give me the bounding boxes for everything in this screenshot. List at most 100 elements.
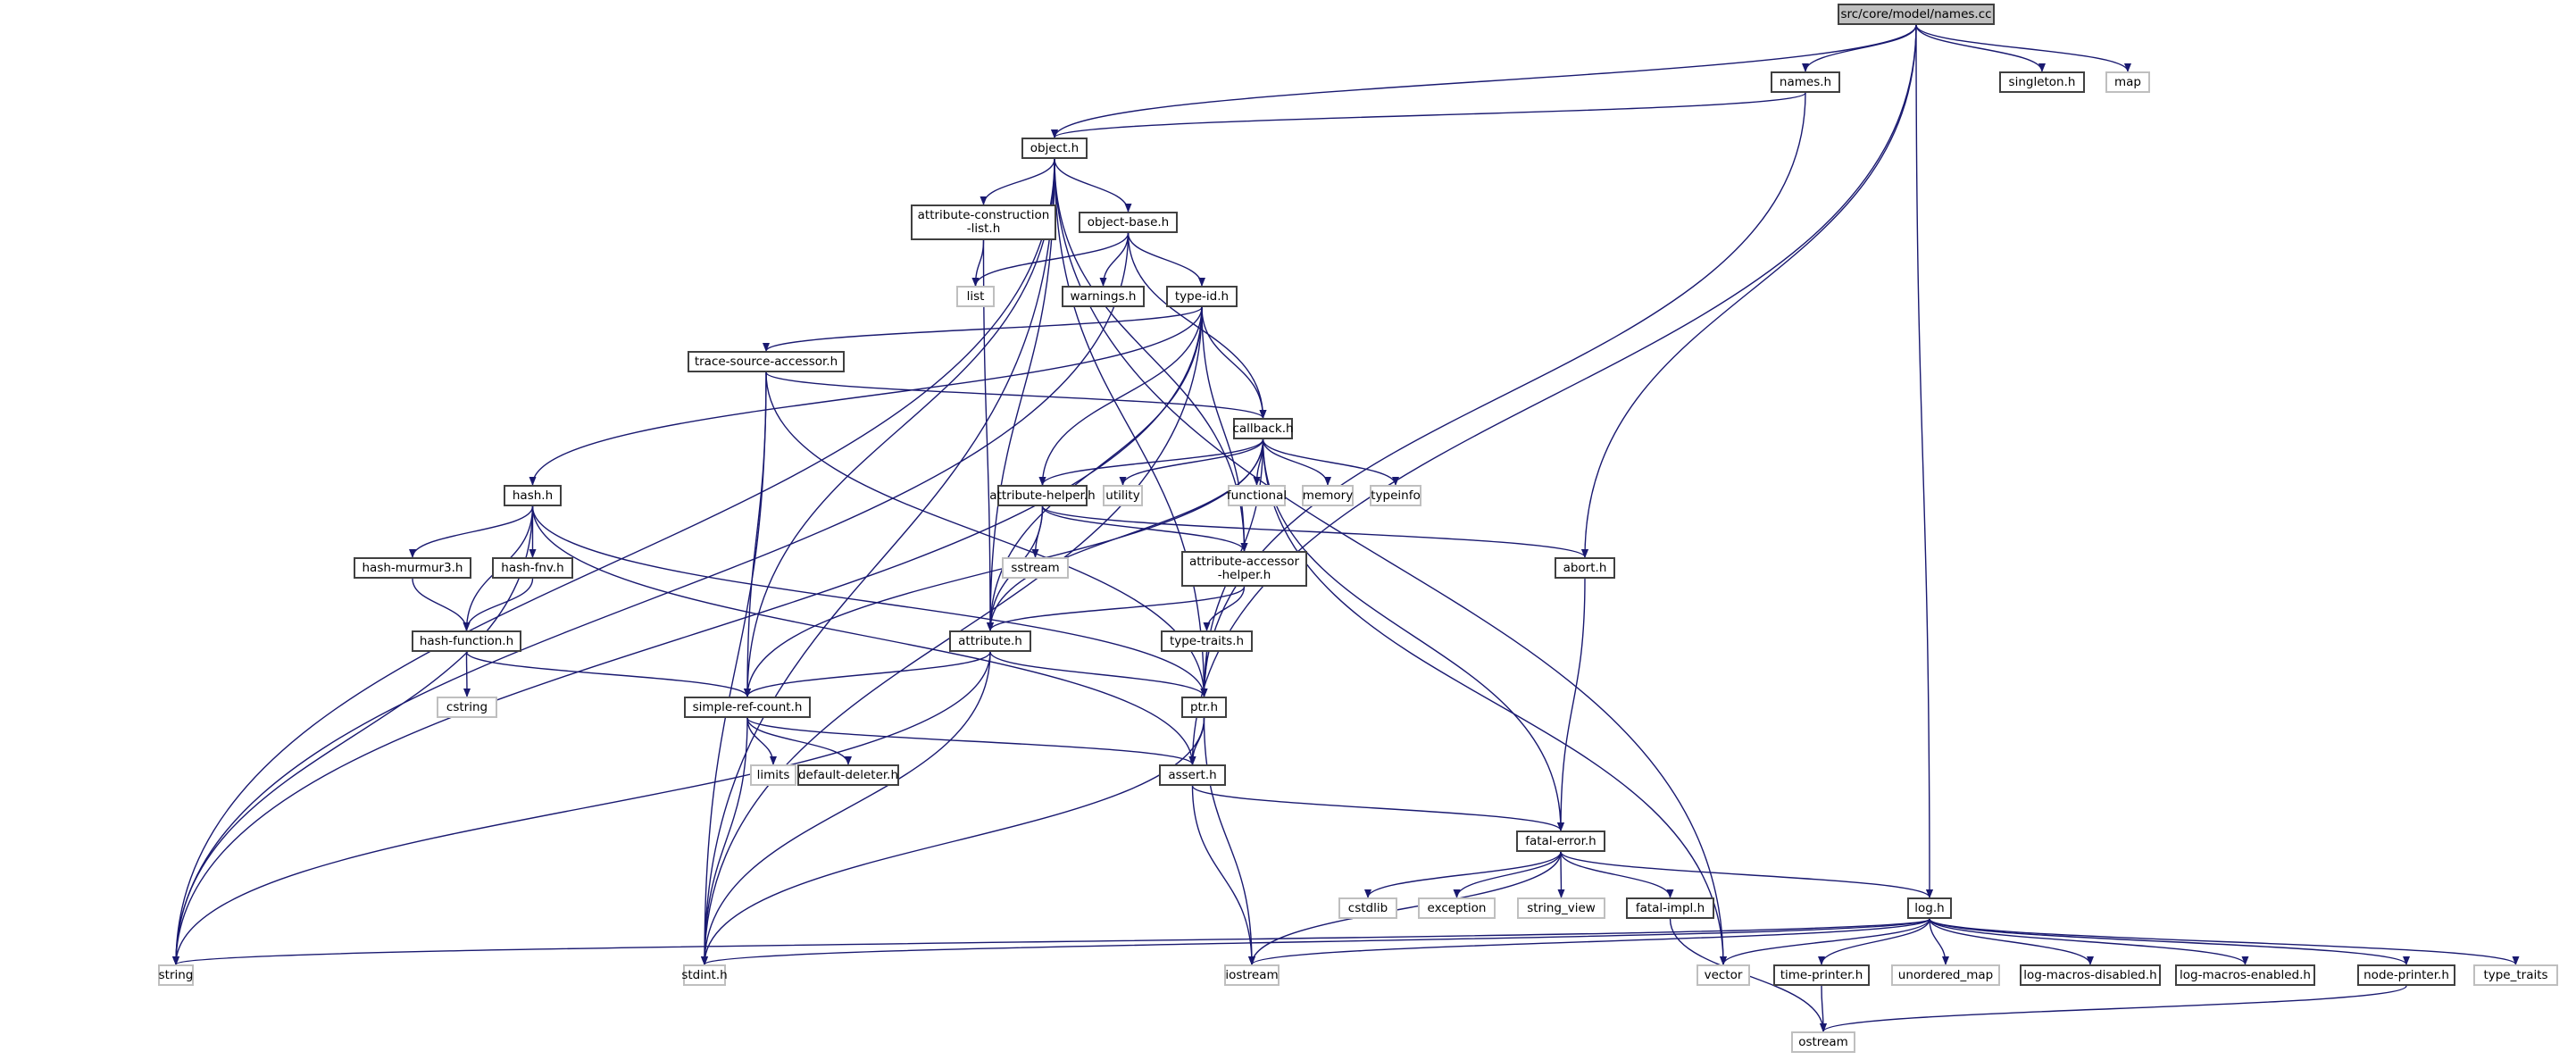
node-log-h[interactable]: log.h — [1907, 897, 1952, 919]
edge-log-h-to-vector — [1720, 918, 1930, 965]
node-object-base[interactable]: object-base.h — [1079, 212, 1178, 233]
edge-names-cc-to-assert-h — [1188, 24, 1917, 765]
edge-abort-h-to-fatal-error — [1557, 578, 1586, 831]
edge-object-base-to-list — [971, 232, 1130, 287]
node-singleton-h[interactable]: singleton.h — [1999, 71, 2085, 93]
edge-object-h-to-simple-ref — [744, 158, 1055, 697]
node-vector[interactable]: vector — [1696, 964, 1750, 986]
edge-type-id-to-attr-helper — [1038, 306, 1203, 486]
edge-object-h-to-string — [172, 158, 1055, 965]
node-object-h[interactable]: object.h — [1021, 138, 1088, 159]
edge-hash-fnv-to-hash-func — [463, 578, 534, 631]
node-list[interactable]: list — [956, 286, 995, 307]
node-fatal-impl[interactable]: fatal-impl.h — [1626, 897, 1714, 919]
edge-type-id-to-callback-h — [1201, 306, 1267, 419]
edge-object-h-to-object-base — [1054, 158, 1132, 213]
node-log-en[interactable]: log-macros-enabled.h — [2175, 964, 2315, 986]
node-map[interactable]: map — [2105, 71, 2150, 93]
edge-callback-h-to-memory — [1262, 438, 1331, 486]
node-type-id[interactable]: type-id.h — [1166, 286, 1238, 307]
node-attribute-h[interactable]: attribute.h — [949, 630, 1031, 652]
node-unordered-map[interactable]: unordered_map — [1891, 964, 2000, 986]
edge-object-base-to-type-id — [1127, 232, 1205, 287]
node-cstring[interactable]: cstring — [437, 697, 497, 718]
edge-log-h-to-iostream — [1248, 918, 1930, 965]
edge-names-h-to-object-h — [1051, 92, 1806, 138]
node-names-h[interactable]: names.h — [1771, 71, 1840, 93]
node-simple-ref[interactable]: simple-ref-count.h — [684, 697, 811, 718]
edge-attribute-h-to-simple-ref — [744, 651, 991, 697]
node-hash-h[interactable]: hash.h — [504, 485, 562, 506]
edge-ptr-h-to-stdint — [701, 717, 1205, 965]
edge-attribute-h-to-stdint — [701, 651, 991, 965]
edge-callback-h-to-typeinfo — [1262, 438, 1399, 486]
edge-fatal-error-to-iostream — [1248, 851, 1562, 965]
node-attr-acc[interactable]: attribute-accessor -helper.h — [1181, 551, 1307, 587]
node-string-view[interactable]: string_view — [1517, 897, 1605, 919]
node-hash-murmur[interactable]: hash-murmur3.h — [354, 557, 471, 579]
node-iostream[interactable]: iostream — [1224, 964, 1280, 986]
node-utility[interactable]: utility — [1103, 485, 1143, 506]
edge-log-h-to-string — [172, 918, 1930, 965]
node-names-cc[interactable]: src/core/model/names.cc — [1838, 4, 1995, 25]
node-abort-h[interactable]: abort.h — [1555, 557, 1615, 579]
node-attr-constr[interactable]: attribute-construction -list.h — [911, 204, 1056, 240]
edge-object-h-to-attr-acc — [1054, 158, 1248, 552]
node-exception[interactable]: exception — [1418, 897, 1496, 919]
edge-object-base-to-string — [172, 232, 1130, 965]
edge-log-h-to-log-en — [1929, 918, 2249, 965]
node-trace-src[interactable]: trace-source-accessor.h — [688, 351, 845, 372]
edge-node-printer-to-ostream — [1820, 985, 2407, 1032]
edge-log-h-to-node-printer — [1929, 918, 2410, 965]
node-hash-func[interactable]: hash-function.h — [412, 630, 521, 652]
node-log-dis[interactable]: log-macros-disabled.h — [2020, 964, 2161, 986]
edge-log-h-to-stdint — [701, 918, 1930, 965]
node-stdint[interactable]: stdint.h — [681, 964, 728, 986]
node-fatal-error[interactable]: fatal-error.h — [1516, 830, 1605, 852]
node-typeinfo[interactable]: typeinfo — [1370, 485, 1421, 506]
edge-fatal-error-to-log-h — [1560, 851, 1933, 898]
node-limits[interactable]: limits — [750, 764, 796, 786]
edge-trace-src-to-callback-h — [765, 371, 1267, 419]
edge-trace-src-to-stdint — [701, 371, 767, 965]
node-ptr-h[interactable]: ptr.h — [1181, 697, 1227, 718]
node-attr-helper[interactable]: attribute-helper.h — [989, 485, 1096, 506]
node-string[interactable]: string — [158, 964, 194, 986]
node-functional[interactable]: functional — [1227, 485, 1287, 506]
edge-simple-ref-to-limits — [746, 717, 777, 765]
edge-log-h-to-time-printer — [1818, 918, 1930, 965]
node-type-traits-h[interactable]: type-traits.h — [1161, 630, 1253, 652]
edge-log-h-to-unordered-map — [1929, 918, 1949, 965]
edge-hash-func-to-cstring — [463, 651, 471, 697]
edge-type-id-to-string — [172, 306, 1203, 965]
node-warnings-h[interactable]: warnings.h — [1062, 286, 1145, 307]
edge-object-h-to-attribute-h — [987, 158, 1055, 631]
edge-ptr-h-to-iostream — [1203, 717, 1255, 965]
edge-object-h-to-attr-constr — [980, 158, 1055, 205]
edge-type-id-to-hash-h — [529, 306, 1203, 486]
edge-object-h-to-ptr-h — [1054, 158, 1208, 697]
edge-callback-h-to-utility — [1119, 438, 1264, 486]
node-sstream[interactable]: sstream — [1002, 557, 1069, 579]
edge-names-cc-to-map — [1915, 24, 2131, 72]
edge-object-h-to-vector — [1054, 158, 1727, 965]
node-callback-h[interactable]: callback.h — [1232, 418, 1294, 439]
edge-log-h-to-type-traits — [1929, 918, 2520, 965]
edge-attr-constr-to-attribute-h — [982, 239, 994, 631]
node-time-printer[interactable]: time-printer.h — [1773, 964, 1870, 986]
node-type-traits[interactable]: type_traits — [2473, 964, 2558, 986]
node-default-del[interactable]: default-deleter.h — [797, 764, 899, 786]
edge-names-h-to-ptr-h — [1200, 92, 1806, 697]
node-hash-fnv[interactable]: hash-fnv.h — [492, 557, 573, 579]
edge-simple-ref-to-default-del — [746, 717, 852, 765]
edge-assert-h-to-iostream — [1191, 785, 1255, 965]
node-memory[interactable]: memory — [1302, 485, 1354, 506]
edge-fatal-error-to-cstdlib — [1364, 851, 1562, 898]
node-ostream[interactable]: ostream — [1791, 1031, 1855, 1053]
edge-hash-h-to-string — [172, 505, 534, 965]
node-cstdlib[interactable]: cstdlib — [1338, 897, 1397, 919]
node-assert-h[interactable]: assert.h — [1159, 764, 1226, 786]
edge-attr-acc-to-type-traits-h — [1203, 586, 1246, 631]
node-node-printer[interactable]: node-printer.h — [2357, 964, 2455, 986]
